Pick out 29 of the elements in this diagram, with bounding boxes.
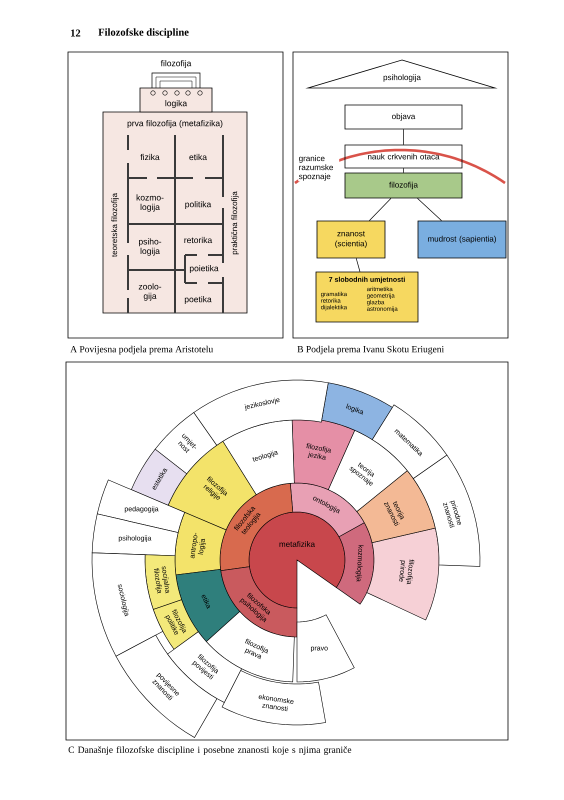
caption: C Današnje filozofske discipline i posebne znanosti koje s njima graniče	[68, 746, 352, 755]
box: objava	[344, 104, 462, 130]
box: znanost (scientia)	[316, 220, 386, 258]
connector	[417, 198, 442, 221]
boundary-label: granice razumske spoznaje	[298, 154, 340, 182]
room-label: zoolo- gija	[138, 283, 162, 301]
box: nauk crkvenih otaca	[344, 144, 462, 168]
page-number: 12	[71, 30, 80, 36]
connector	[403, 168, 404, 173]
room-label: etika	[189, 154, 207, 160]
portico-box: logika	[140, 88, 212, 112]
room-label: politika	[185, 201, 212, 209]
box: mudrost (sapientia)	[418, 220, 506, 258]
caption: B Podjela prema Ivanu Skotu Eriugeni	[297, 346, 444, 354]
connector	[356, 258, 360, 272]
connector	[403, 129, 404, 145]
connector	[369, 198, 392, 221]
caption: A Povijesna podjela prema Aristotelu	[70, 346, 214, 354]
box: filozofija	[344, 172, 462, 198]
room-label: kozmo- logija	[136, 194, 164, 212]
side-label: teoretska filozofija	[111, 193, 119, 257]
room-label: poietika	[190, 265, 219, 273]
room-label: poetika	[184, 296, 212, 304]
room-label: retorika	[184, 236, 212, 244]
node-label: filozofija	[160, 60, 192, 68]
room-label: fizika	[140, 154, 160, 160]
side-label: praktična filozofija	[231, 191, 239, 254]
title: Filozofske discipline	[98, 28, 189, 38]
room-label: psiho- logija	[138, 238, 162, 256]
